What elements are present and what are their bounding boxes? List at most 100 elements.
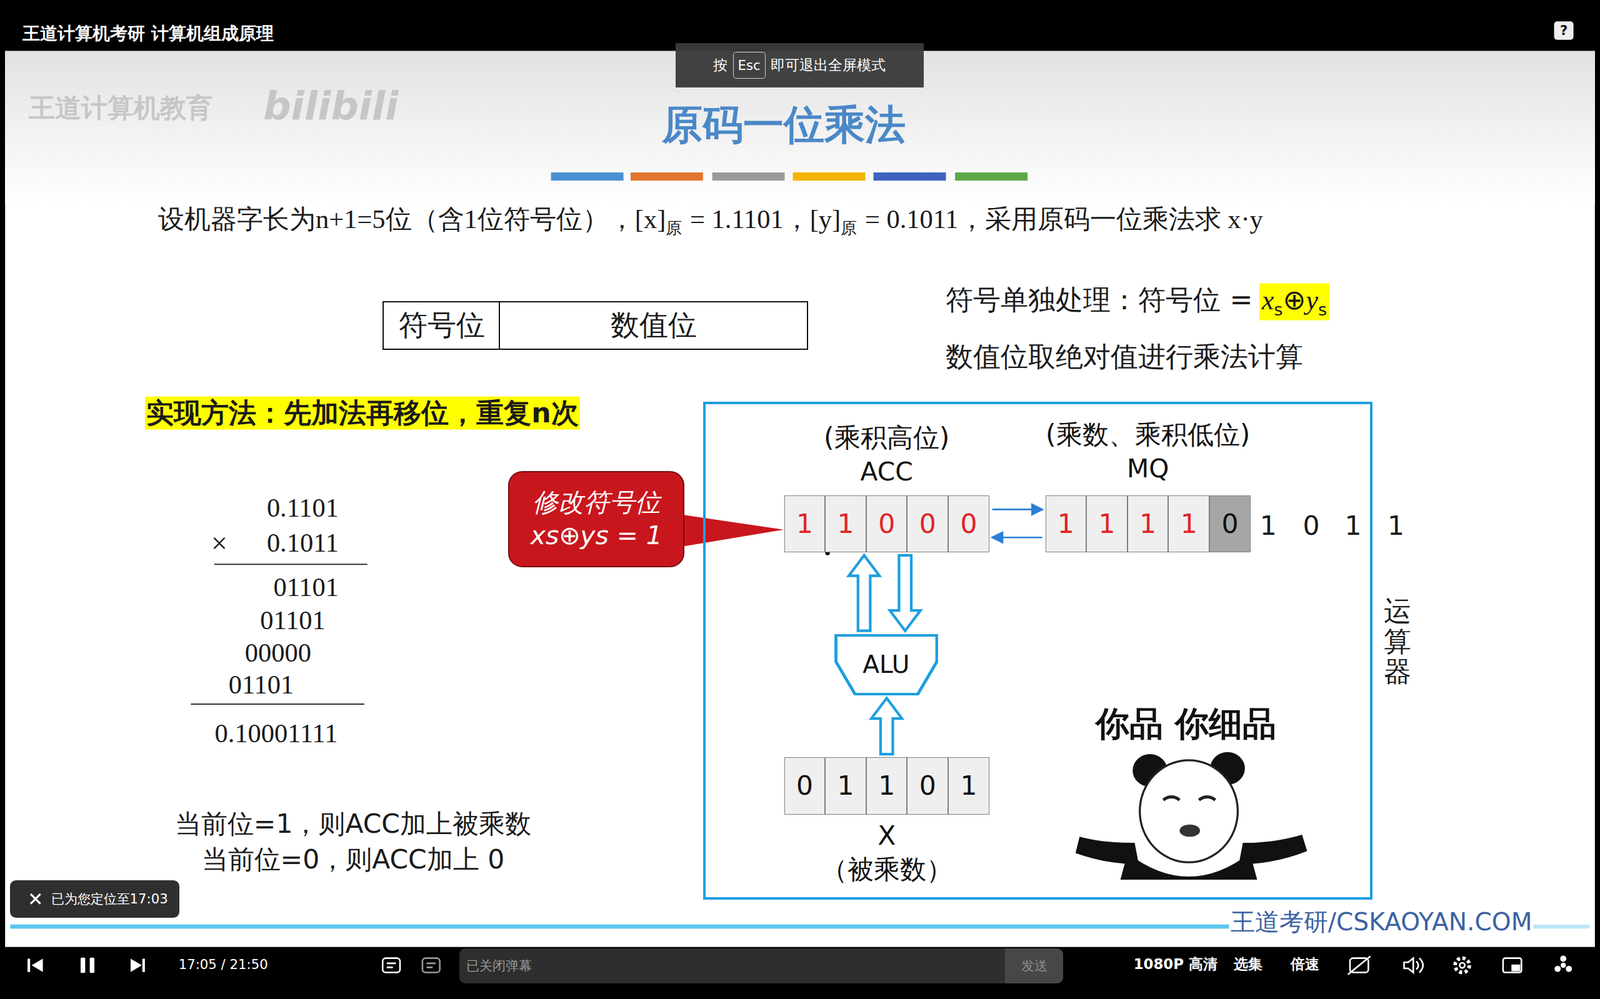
arith-row: 01101 bbox=[228, 668, 295, 701]
bit-text: 1 bbox=[837, 508, 855, 540]
register-bit: 0 bbox=[906, 495, 949, 553]
player-menu: 倍速 bbox=[1290, 956, 1320, 974]
window-title: 王道计算机考研 计算机组成原理 bbox=[22, 23, 274, 44]
callout-bubble: 修改符号位xs⊕ys = 1 bbox=[508, 471, 685, 567]
register-bit: 0 bbox=[906, 757, 949, 815]
register-bit: 1 bbox=[784, 495, 826, 553]
text-run: = 0.1011，采用原码一位乘法求 x·y bbox=[865, 203, 1264, 236]
register-heading: MQ bbox=[1126, 453, 1169, 485]
player-buttons bbox=[27, 958, 30, 972]
bit-text: 0 bbox=[919, 770, 937, 802]
register-heading: ACC bbox=[860, 456, 914, 488]
text-run: s bbox=[1273, 299, 1283, 320]
cell-text: 符号位 bbox=[398, 306, 485, 345]
highlight-note: 实现方法：先加法再移位，重复n次 bbox=[145, 396, 580, 430]
register-bit: 0 bbox=[866, 495, 908, 553]
danmaku-input: 已关闭弹幕 bbox=[459, 948, 1005, 984]
bit-text: 1 bbox=[878, 770, 895, 802]
rule-text: 当前位=0，则ACC加上 0 bbox=[201, 844, 505, 877]
shifted-bit: 1 bbox=[1260, 510, 1277, 543]
note-text: 数值位取绝对值进行乘法计算 bbox=[945, 340, 1304, 374]
toast-message: 已为您定位至17:03 bbox=[10, 880, 180, 919]
button-text: 发送 bbox=[1021, 957, 1048, 975]
table-cell: 符号位 bbox=[382, 301, 501, 350]
alu-text: ALU bbox=[862, 650, 910, 679]
player-buttons bbox=[90, 958, 95, 974]
player-icons bbox=[1404, 958, 1414, 974]
player-frame bbox=[5, 51, 1595, 948]
panda-meme bbox=[1179, 825, 1200, 838]
time-display: 17:05 / 21:50 bbox=[178, 957, 269, 974]
arith-row: 01101 bbox=[260, 604, 326, 637]
progress-bar bbox=[10, 925, 1255, 930]
callout-text: 修改符号位xs⊕ys = 1 bbox=[521, 486, 672, 553]
arith-row: 00000 bbox=[245, 636, 312, 669]
vertical-label: 运算器 bbox=[1383, 596, 1412, 687]
bit-text: 0 bbox=[878, 508, 895, 540]
data-path-arrow bbox=[848, 555, 880, 632]
register-bit: 1 bbox=[866, 757, 908, 815]
help-icon bbox=[1554, 21, 1574, 40]
text-run: s bbox=[1318, 299, 1327, 320]
text-run: 原 bbox=[840, 218, 857, 239]
text-run: y bbox=[1305, 284, 1319, 318]
connector-arrow bbox=[992, 532, 1043, 543]
watermark: bilibili bbox=[263, 83, 399, 130]
register-heading: X bbox=[877, 820, 896, 852]
register: (乘积高位)ACC11000 bbox=[784, 495, 990, 553]
player-buttons bbox=[1554, 966, 1561, 973]
player-icons bbox=[1512, 965, 1520, 971]
player-buttons bbox=[142, 958, 145, 972]
bit-text: 1 bbox=[1180, 508, 1198, 540]
player-icons bbox=[1455, 958, 1470, 974]
bit-text: 1 bbox=[1057, 508, 1075, 540]
panda-meme bbox=[1140, 760, 1239, 863]
arith-row: 01101 bbox=[273, 571, 340, 604]
player-buttons bbox=[1560, 956, 1567, 963]
connector-arrow bbox=[992, 504, 1043, 515]
fullscreen-tooltip: 按即可退出全屏模式Esc bbox=[675, 43, 924, 89]
text-run: 符号单独处理：符号位 = bbox=[945, 283, 1253, 317]
register: X（被乘数）01101 bbox=[784, 757, 990, 815]
help-icon-text: ? bbox=[1560, 22, 1568, 39]
panda-meme bbox=[1075, 752, 1308, 880]
watermark: 王道计算机教育 bbox=[28, 92, 213, 125]
arith-row: 0.1011 bbox=[266, 526, 339, 559]
watermark: 王道考研/CSKAOYAN.COM bbox=[1228, 907, 1534, 937]
register-bit: 1 bbox=[948, 757, 990, 815]
arith-sign: × bbox=[211, 526, 228, 562]
text-run: ⊕ bbox=[1283, 283, 1307, 317]
highlight: xs⊕ys bbox=[1259, 283, 1329, 321]
register-bit: 1 bbox=[825, 757, 867, 815]
callout-pointer bbox=[679, 514, 784, 547]
alu-block: ALU bbox=[834, 634, 939, 696]
player-icons bbox=[1348, 956, 1371, 975]
register-bit: 1 bbox=[1127, 495, 1169, 553]
register-bit: 0 bbox=[784, 757, 826, 815]
bit-text: 1 bbox=[1139, 508, 1157, 540]
player-menu: 选集 bbox=[1233, 956, 1263, 974]
close-icon bbox=[30, 894, 41, 905]
tooltip-text: 按 bbox=[713, 55, 728, 75]
player-buttons bbox=[1560, 963, 1566, 969]
slide-title: 原码一位乘法 bbox=[661, 100, 906, 149]
register-heading: (乘积高位) bbox=[823, 422, 950, 455]
bit-text: 0 bbox=[919, 508, 937, 540]
input-placeholder: 已关闭弹幕 bbox=[466, 957, 532, 975]
register-bit: 0 bbox=[948, 495, 990, 553]
text-run: = 1.1101，[y] bbox=[690, 203, 841, 236]
color-bar bbox=[873, 172, 947, 181]
color-bar bbox=[712, 172, 785, 181]
register-bit: 1 bbox=[825, 495, 867, 553]
player-icons bbox=[426, 963, 436, 969]
help-icon bbox=[1554, 21, 1574, 40]
bit-text: 0 bbox=[960, 508, 977, 540]
panda-meme bbox=[1163, 797, 1215, 801]
shifted-bit: 1 bbox=[1344, 510, 1362, 543]
player-buttons bbox=[31, 958, 44, 972]
register-bit: 1 bbox=[1168, 495, 1210, 553]
player-buttons bbox=[130, 958, 142, 972]
register-heading: （被乘数） bbox=[821, 853, 953, 886]
